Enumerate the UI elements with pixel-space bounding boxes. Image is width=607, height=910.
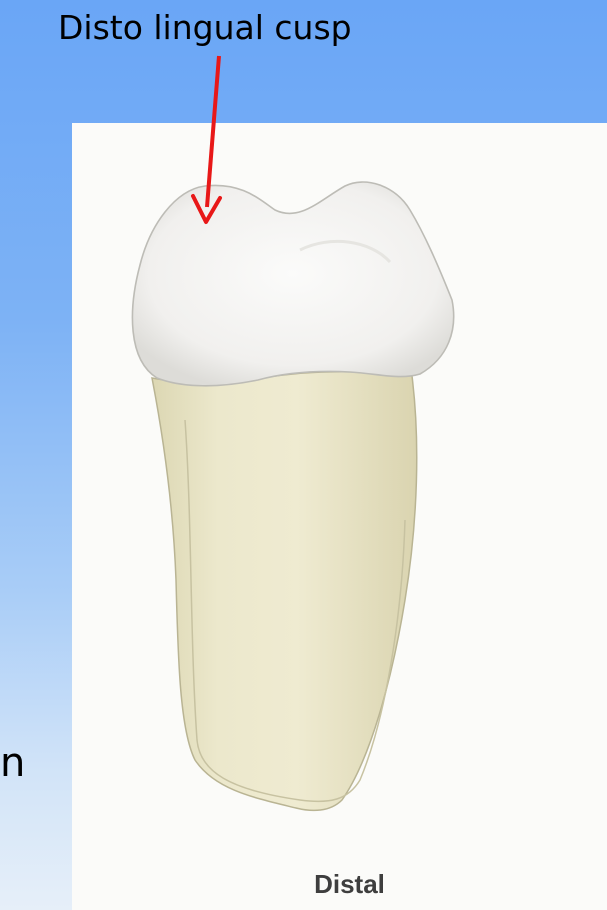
pointer-arrow-shaft [207, 56, 219, 207]
tooth-crown [132, 182, 453, 386]
annotation-label: Disto lingual cusp [58, 8, 352, 47]
